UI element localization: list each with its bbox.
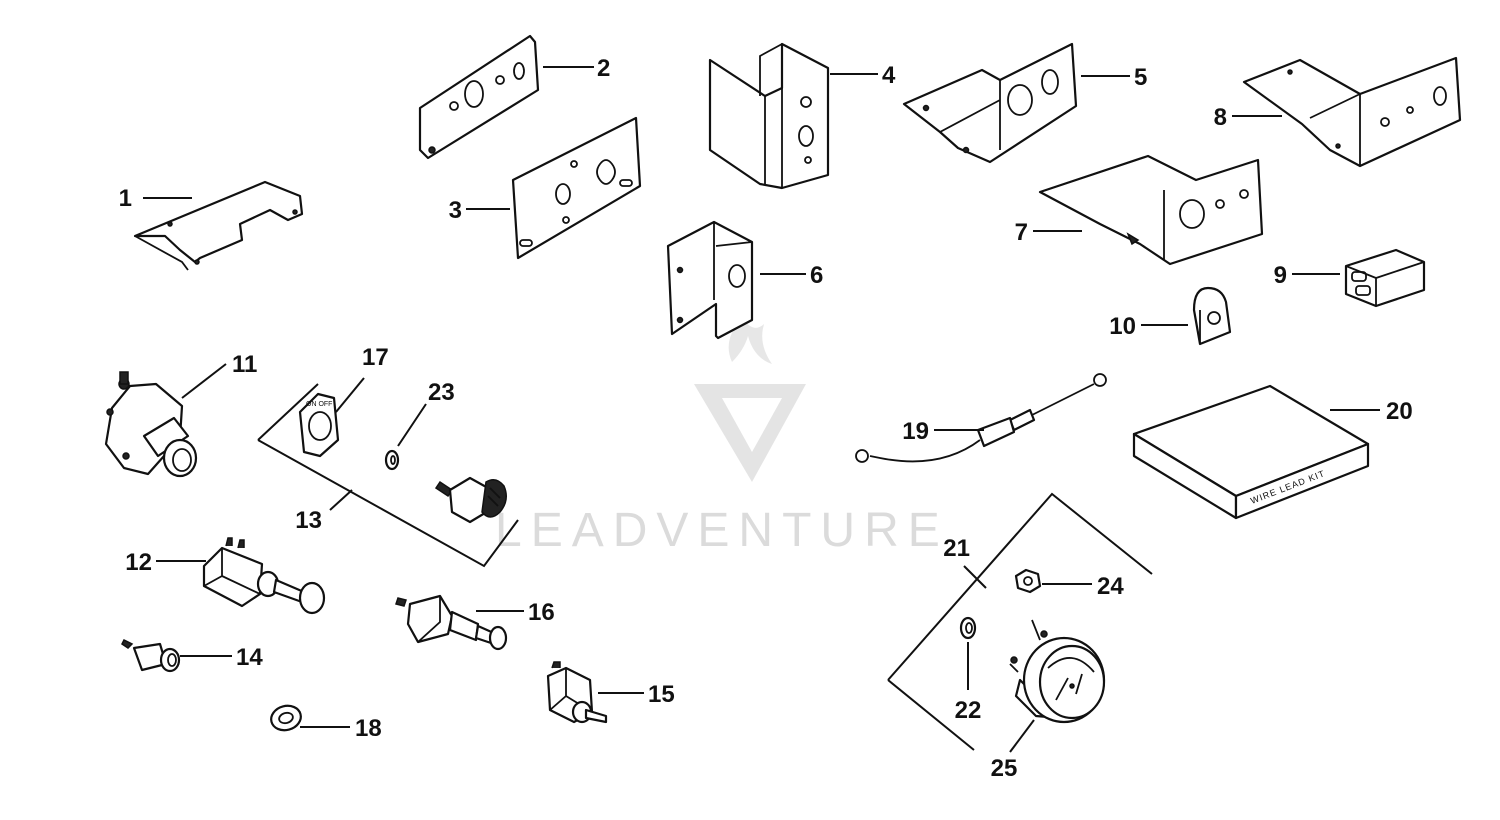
callout-15: 15 [648,681,675,708]
watermark-logo-icon [728,318,772,364]
callout-6: 6 [810,262,823,289]
part-21-kit-outline [887,492,1153,751]
part-23-lock-washer [384,449,400,471]
callout-12: 12 [125,549,152,576]
callout-24: 24 [1097,573,1124,600]
part-6-bracket [666,220,754,340]
callout-7: 7 [1015,219,1028,246]
watermark-text: LEADVENTURE [495,504,949,557]
callout-3: 3 [449,197,462,224]
callout-1: 1 [119,185,132,212]
watermark: LEADVENTURE [495,318,949,557]
part-8-angle-bracket [1242,56,1462,168]
part-5-angle-bracket [902,42,1078,164]
callout-11: 11 [232,351,257,378]
callout-19: 19 [902,418,929,445]
part-25-gauge [1009,619,1106,724]
callout-8: 8 [1214,104,1227,131]
part-13-switch [434,476,507,524]
callout-9: 9 [1274,262,1287,289]
callout-17: 17 [362,344,389,371]
part-22-washer [959,616,977,640]
callout-18: 18 [355,715,382,742]
part-18-gasket [270,704,302,732]
part-20-wire-lead-kit: WIRE LEAD KIT [1132,384,1370,520]
part-2-plate [418,34,540,160]
part-1-bracket [133,180,304,271]
callout-14: 14 [236,644,263,671]
callout-22: 22 [955,697,982,724]
callout-25: 25 [991,755,1018,782]
watermark-v-icon [694,384,806,482]
callout-16: 16 [528,599,555,626]
switch-plate-label: ON OFF [306,401,332,408]
part-3-plate [511,116,642,260]
part-7-angle-plate [1038,154,1264,266]
part-16-push-pull-switch [395,594,508,651]
callout-5: 5 [1134,64,1147,91]
part-17-switch-plate: ON OFF [298,392,340,458]
callout-20: 20 [1386,398,1413,425]
callout-13: 13 [295,507,322,534]
callout-2: 2 [597,55,610,82]
callout-23: 23 [428,379,455,406]
part-9-connector [1344,248,1426,308]
part-10-grommet [1192,286,1232,346]
part-11-solenoid [104,371,198,478]
callout-10: 10 [1109,313,1136,340]
callout-21: 21 [943,535,970,562]
callout-4: 4 [882,62,896,89]
part-12-breaker-switch [202,537,326,615]
part-15-toggle-switch [546,661,608,724]
part-19-wire-lead [855,373,1107,463]
part-13-kit-outline [257,383,519,568]
part-24-nut [1014,568,1042,594]
part-4-u-bracket [708,42,830,190]
part-14-indicator-light [121,638,181,673]
